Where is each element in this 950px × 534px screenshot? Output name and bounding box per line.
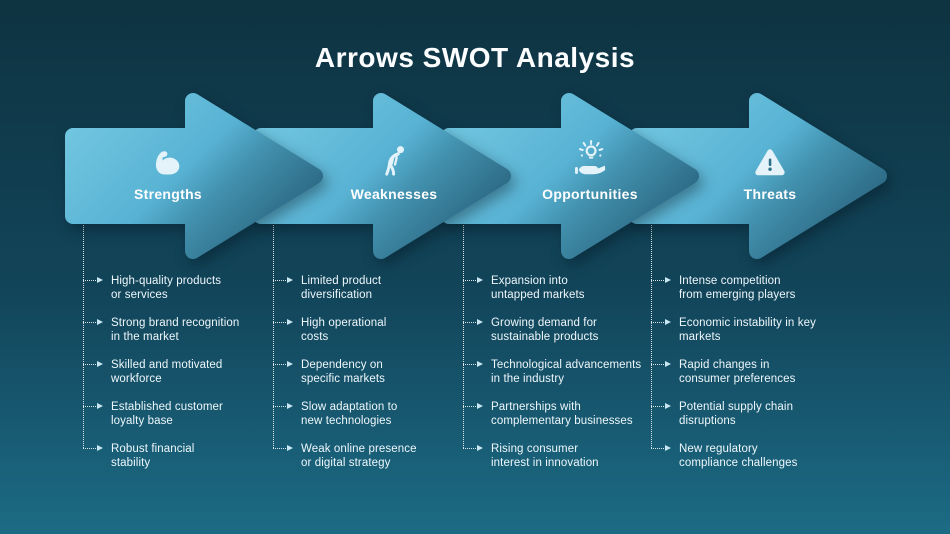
arrow-shape-threats bbox=[629, 93, 887, 259]
swot-item: Rising consumer interest in innovation bbox=[463, 442, 653, 470]
item-text: Intense competition from emerging player… bbox=[679, 275, 796, 301]
dotted-connector bbox=[83, 406, 96, 407]
arrow-bullet-icon bbox=[287, 361, 293, 367]
dotted-connector bbox=[273, 322, 286, 323]
arrow-bullet-icon bbox=[97, 361, 103, 367]
arrow-bullet-icon bbox=[97, 277, 103, 283]
dotted-connector bbox=[273, 364, 286, 365]
arrow-bullet-icon bbox=[665, 319, 671, 325]
dotted-connector bbox=[651, 448, 664, 449]
dotted-connector bbox=[463, 406, 476, 407]
arrow-bullet-icon bbox=[287, 277, 293, 283]
dotted-connector bbox=[273, 280, 286, 281]
swot-item: New regulatory compliance challenges bbox=[651, 442, 841, 470]
arrow-bullet-icon bbox=[665, 445, 671, 451]
arrow-shape-weaknesses bbox=[253, 93, 511, 259]
swot-item: Partnerships with complementary business… bbox=[463, 400, 653, 428]
item-text: Potential supply chain disruptions bbox=[679, 401, 794, 427]
dotted-connector bbox=[273, 448, 286, 449]
item-text: Skilled and motivated workforce bbox=[111, 359, 223, 385]
dotted-connector bbox=[463, 322, 476, 323]
swot-item: Intense competition from emerging player… bbox=[651, 274, 841, 302]
dotted-connector bbox=[651, 406, 664, 407]
swot-item: Skilled and motivated workforce bbox=[83, 358, 273, 386]
item-text: Limited product diversification bbox=[301, 275, 382, 301]
arrow-label-strengths: Strengths bbox=[133, 186, 203, 202]
arrow-bullet-icon bbox=[97, 319, 103, 325]
swot-item: Limited product diversification bbox=[273, 274, 463, 302]
dotted-connector bbox=[651, 280, 664, 281]
dotted-connector bbox=[83, 322, 96, 323]
swot-item: Technological advancements in the indust… bbox=[463, 358, 653, 386]
item-text: Established customer loyalty base bbox=[111, 401, 223, 427]
swot-item: Economic instability in key markets bbox=[651, 316, 841, 344]
swot-item: Rapid changes in consumer preferences bbox=[651, 358, 841, 386]
swot-item: High-quality products or services bbox=[83, 274, 273, 302]
arrow-shape-strengths bbox=[65, 93, 323, 259]
item-text: High-quality products or services bbox=[111, 275, 222, 301]
item-text: Partnerships with complementary business… bbox=[491, 401, 633, 427]
swot-item: Dependency on specific markets bbox=[273, 358, 463, 386]
item-text: Economic instability in key markets bbox=[679, 317, 816, 343]
arrow-bullet-icon bbox=[477, 319, 483, 325]
dotted-connector bbox=[463, 448, 476, 449]
arrow-bullet-icon bbox=[665, 277, 671, 283]
leader-line-weaknesses bbox=[273, 225, 274, 448]
arrow-bullet-icon bbox=[477, 445, 483, 451]
dotted-connector bbox=[463, 364, 476, 365]
page-title: Arrows SWOT Analysis bbox=[314, 42, 636, 73]
arrow-bullet-icon bbox=[97, 445, 103, 451]
arrow-label-weaknesses: Weaknesses bbox=[350, 186, 438, 202]
dotted-connector bbox=[83, 280, 96, 281]
arrow-label-opportunities: Opportunities bbox=[542, 186, 638, 202]
swot-item: Growing demand for sustainable products bbox=[463, 316, 653, 344]
arrow-bullet-icon bbox=[665, 361, 671, 367]
swot-item: Slow adaptation to new technologies bbox=[273, 400, 463, 428]
item-text: Robust financial stability bbox=[111, 443, 195, 469]
item-text: Expansion into untapped markets bbox=[491, 275, 585, 301]
arrow-bullet-icon bbox=[287, 319, 293, 325]
muscle-icon bbox=[151, 146, 185, 180]
swot-item: High operational costs bbox=[273, 316, 463, 344]
swot-item: Strong brand recognition in the market bbox=[83, 316, 273, 344]
warning-triangle-icon bbox=[753, 146, 787, 180]
dotted-connector bbox=[651, 322, 664, 323]
item-text: Weak online presence or digital strategy bbox=[301, 443, 417, 469]
dotted-connector bbox=[273, 406, 286, 407]
leader-line-strengths bbox=[83, 225, 84, 448]
item-text: New regulatory compliance challenges bbox=[679, 443, 798, 469]
swot-item: Robust financial stability bbox=[83, 442, 273, 470]
swot-item: Weak online presence or digital strategy bbox=[273, 442, 463, 470]
arrow-bullet-icon bbox=[477, 361, 483, 367]
leader-line-opportunities bbox=[463, 225, 464, 448]
item-text: Dependency on specific markets bbox=[301, 359, 386, 385]
swot-item: Established customer loyalty base bbox=[83, 400, 273, 428]
swot-item: Expansion into untapped markets bbox=[463, 274, 653, 302]
arrow-bullet-icon bbox=[477, 403, 483, 409]
item-text: Rapid changes in consumer preferences bbox=[679, 359, 796, 385]
arrow-bullet-icon bbox=[287, 403, 293, 409]
hand-holding-bulb-icon bbox=[568, 139, 612, 183]
item-text: High operational costs bbox=[301, 317, 387, 343]
swot-item: Potential supply chain disruptions bbox=[651, 400, 841, 428]
arrow-label-threats: Threats bbox=[743, 186, 797, 202]
leader-line-threats bbox=[651, 225, 652, 448]
arrow-bullet-icon bbox=[97, 403, 103, 409]
dotted-connector bbox=[83, 364, 96, 365]
item-text: Rising consumer interest in innovation bbox=[491, 443, 599, 469]
arrow-bullet-icon bbox=[665, 403, 671, 409]
item-text: Growing demand for sustainable products bbox=[491, 317, 599, 343]
slouched-person-icon bbox=[376, 141, 414, 181]
item-text: Technological advancements in the indust… bbox=[491, 359, 642, 385]
arrow-bullet-icon bbox=[477, 277, 483, 283]
item-text: Strong brand recognition in the market bbox=[111, 317, 240, 343]
arrow-bullet-icon bbox=[287, 445, 293, 451]
arrow-shape-opportunities bbox=[441, 93, 699, 259]
dotted-connector bbox=[83, 448, 96, 449]
item-text: Slow adaptation to new technologies bbox=[301, 401, 398, 427]
dotted-connector bbox=[651, 364, 664, 365]
dotted-connector bbox=[463, 280, 476, 281]
